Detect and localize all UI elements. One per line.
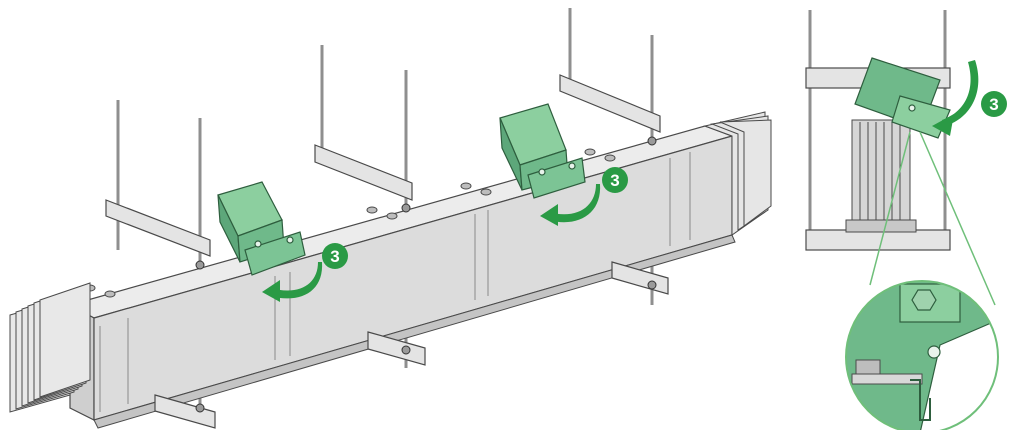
step-3-badge-middle: 3 xyxy=(602,167,628,193)
detail-zoom xyxy=(845,280,999,430)
busbar-trunking xyxy=(9,111,772,429)
busbar-end-cover xyxy=(703,111,772,236)
clamp-nuts xyxy=(195,136,657,413)
perspective-view: 3 3 xyxy=(9,8,772,429)
tap-off-box-left xyxy=(217,181,306,276)
svg-text:3: 3 xyxy=(330,247,339,266)
rotation-arrow-side xyxy=(932,60,979,136)
tap-off-box-middle xyxy=(499,103,586,199)
busbar-end-conductors xyxy=(9,282,91,413)
side-view: 3 xyxy=(805,10,1007,306)
rotation-arrow-middle xyxy=(540,184,601,226)
rear-brackets xyxy=(105,74,661,257)
step-3-badge-left: 3 xyxy=(322,243,348,269)
rotation-arrow-left xyxy=(262,262,323,302)
busbar-section xyxy=(845,119,917,233)
svg-text:3: 3 xyxy=(610,171,619,190)
svg-text:3: 3 xyxy=(989,95,998,114)
step-3-badge-side-view: 3 xyxy=(981,91,1007,117)
